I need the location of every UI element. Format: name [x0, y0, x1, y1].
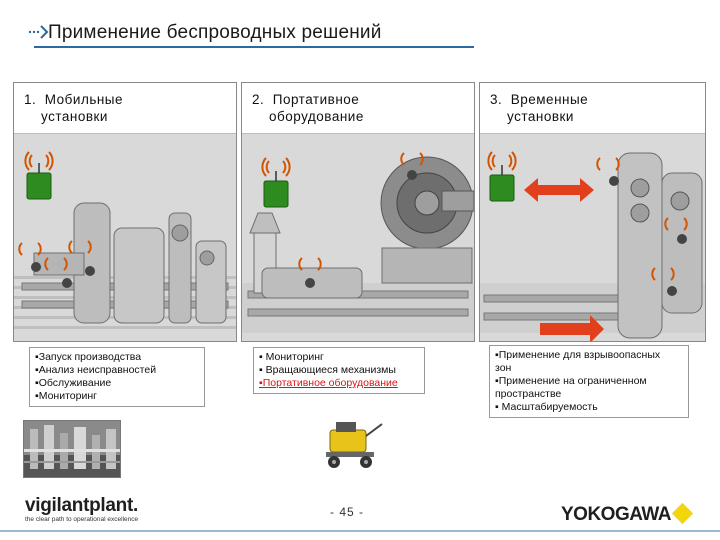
slide-title: Применение беспроводных решений	[48, 22, 382, 43]
note-item: пространстве	[495, 388, 562, 400]
notes-box-portable: ▪ Мониторинг ▪ Вращающиеся механизмы ▪По…	[253, 347, 425, 394]
temporary-installation-illustration	[480, 151, 705, 341]
note-item: ▪Применение для взрывоопасных	[495, 349, 661, 361]
transmitter-icons	[305, 170, 417, 288]
note-item: ▪Применение на ограниченном	[495, 375, 647, 387]
signal-waves-icon	[596, 157, 688, 281]
note-item: ▪Запуск производства	[35, 351, 142, 363]
signal-waves-icon	[18, 240, 92, 271]
signal-waves-icon	[298, 152, 424, 271]
yokogawa-logo: YOKOGAWA	[561, 504, 672, 525]
note-item: ▪ Мониторинг	[259, 351, 324, 363]
refinery-photo	[23, 420, 121, 478]
title-arrow-icon	[28, 25, 49, 39]
note-item: зон	[495, 362, 512, 374]
note-item: ▪Мониторинг	[35, 390, 97, 402]
wireless-device-icon	[487, 151, 517, 202]
note-item: ▪Обслуживание	[35, 377, 112, 389]
note-item: ▪ Вращающиеся механизмы	[259, 364, 396, 376]
arrow-right-icon	[540, 315, 604, 341]
transmitter-icons	[31, 262, 95, 288]
vigilantplant-brand: vigilantplant.	[25, 495, 138, 516]
note-item: ▪Анализ неисправностей	[35, 364, 157, 376]
vigilantplant-tagline: the clear path to operational excellence	[25, 516, 139, 523]
transmitter-icons	[609, 176, 687, 296]
portable-cart-illustration	[326, 422, 383, 468]
rotating-machine-illustration	[242, 152, 474, 333]
title-underline	[34, 46, 474, 48]
double-arrow-icon	[524, 178, 594, 202]
wireless-device-icon	[24, 151, 54, 200]
panel-mobile-installations: 1. Мобильные установки	[13, 82, 237, 342]
notes-box-mobile: ▪Запуск производства ▪Анализ неисправнос…	[29, 347, 205, 407]
panel-title: 3. Временные установки	[490, 92, 589, 124]
wireless-device-icon	[261, 157, 291, 208]
panel-header: 1. Мобильные установки	[14, 83, 236, 134]
panel-header: 3. Временные установки	[480, 83, 705, 134]
panel-header: 2. Портативное оборудование	[242, 83, 474, 134]
note-item: ▪ Масштабируемость	[495, 401, 598, 413]
panel-temporary-installations: 3. Временные установки	[479, 82, 706, 342]
vigilantplant-logo: vigilantplant. the clear path to operati…	[25, 495, 138, 523]
notes-box-temporary: ▪Применение для взрывоопасных зон ▪Приме…	[489, 345, 689, 418]
panel-title: 2. Портативное оборудование	[252, 92, 364, 124]
note-item-highlighted: ▪Портативное оборудование	[259, 377, 398, 389]
page-number: - 45 -	[330, 505, 365, 519]
plant-illustration	[14, 151, 236, 333]
panel-title: 1. Мобильные установки	[24, 92, 124, 124]
panel-portable-equipment: 2. Портативное оборудование	[241, 82, 475, 342]
footer-rule	[0, 530, 720, 532]
yokogawa-diamond-icon	[671, 502, 694, 525]
